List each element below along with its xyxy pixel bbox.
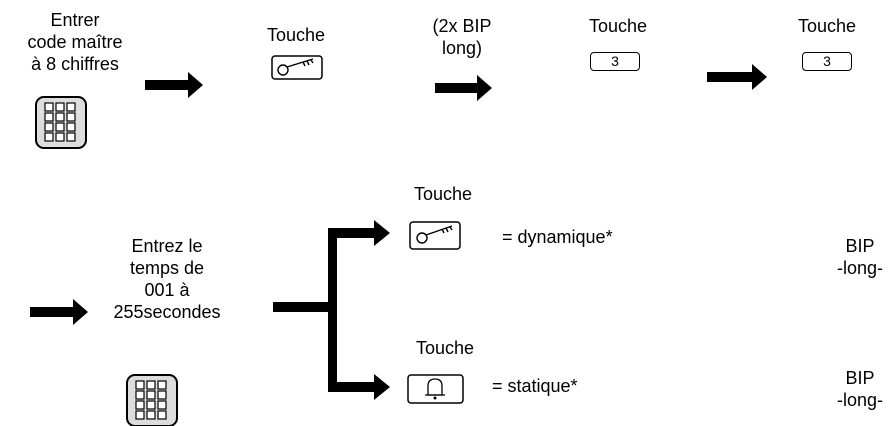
touche-static-label: Touche [415, 338, 475, 358]
arrow [328, 220, 390, 246]
touche-3-first-label: Touche [588, 16, 648, 36]
enter-time-label: Entrez le temps de 001 à 255secondes [113, 236, 221, 322]
static-beep-label: BIP -long- [836, 368, 884, 410]
arrow [435, 75, 492, 101]
key-3-second: 3 [802, 52, 852, 71]
branch-vertical [328, 228, 337, 392]
arrow [707, 64, 767, 90]
bell-icon [407, 374, 464, 404]
key-icon [409, 221, 461, 250]
dynamic-result-label: = dynamique* [502, 227, 613, 247]
arrow [30, 299, 88, 325]
keypad-icon [126, 374, 178, 426]
double-beep-label: (2x BIP long) [432, 16, 492, 58]
dynamic-beep-label: BIP -long- [836, 236, 884, 278]
key-3-first: 3 [590, 52, 640, 71]
static-result-label: = statique* [492, 376, 578, 396]
touche-dynamic-label: Touche [413, 184, 473, 204]
touche-key-label: Touche [266, 25, 326, 45]
enter-master-code-label: Entrer code maître à 8 chiffres [27, 10, 123, 74]
arrow [328, 374, 390, 400]
keypad-icon [35, 96, 87, 149]
key-icon [271, 55, 323, 80]
arrow [145, 72, 203, 98]
touche-3-second-label: Touche [797, 16, 857, 36]
branch-stem [273, 302, 334, 312]
